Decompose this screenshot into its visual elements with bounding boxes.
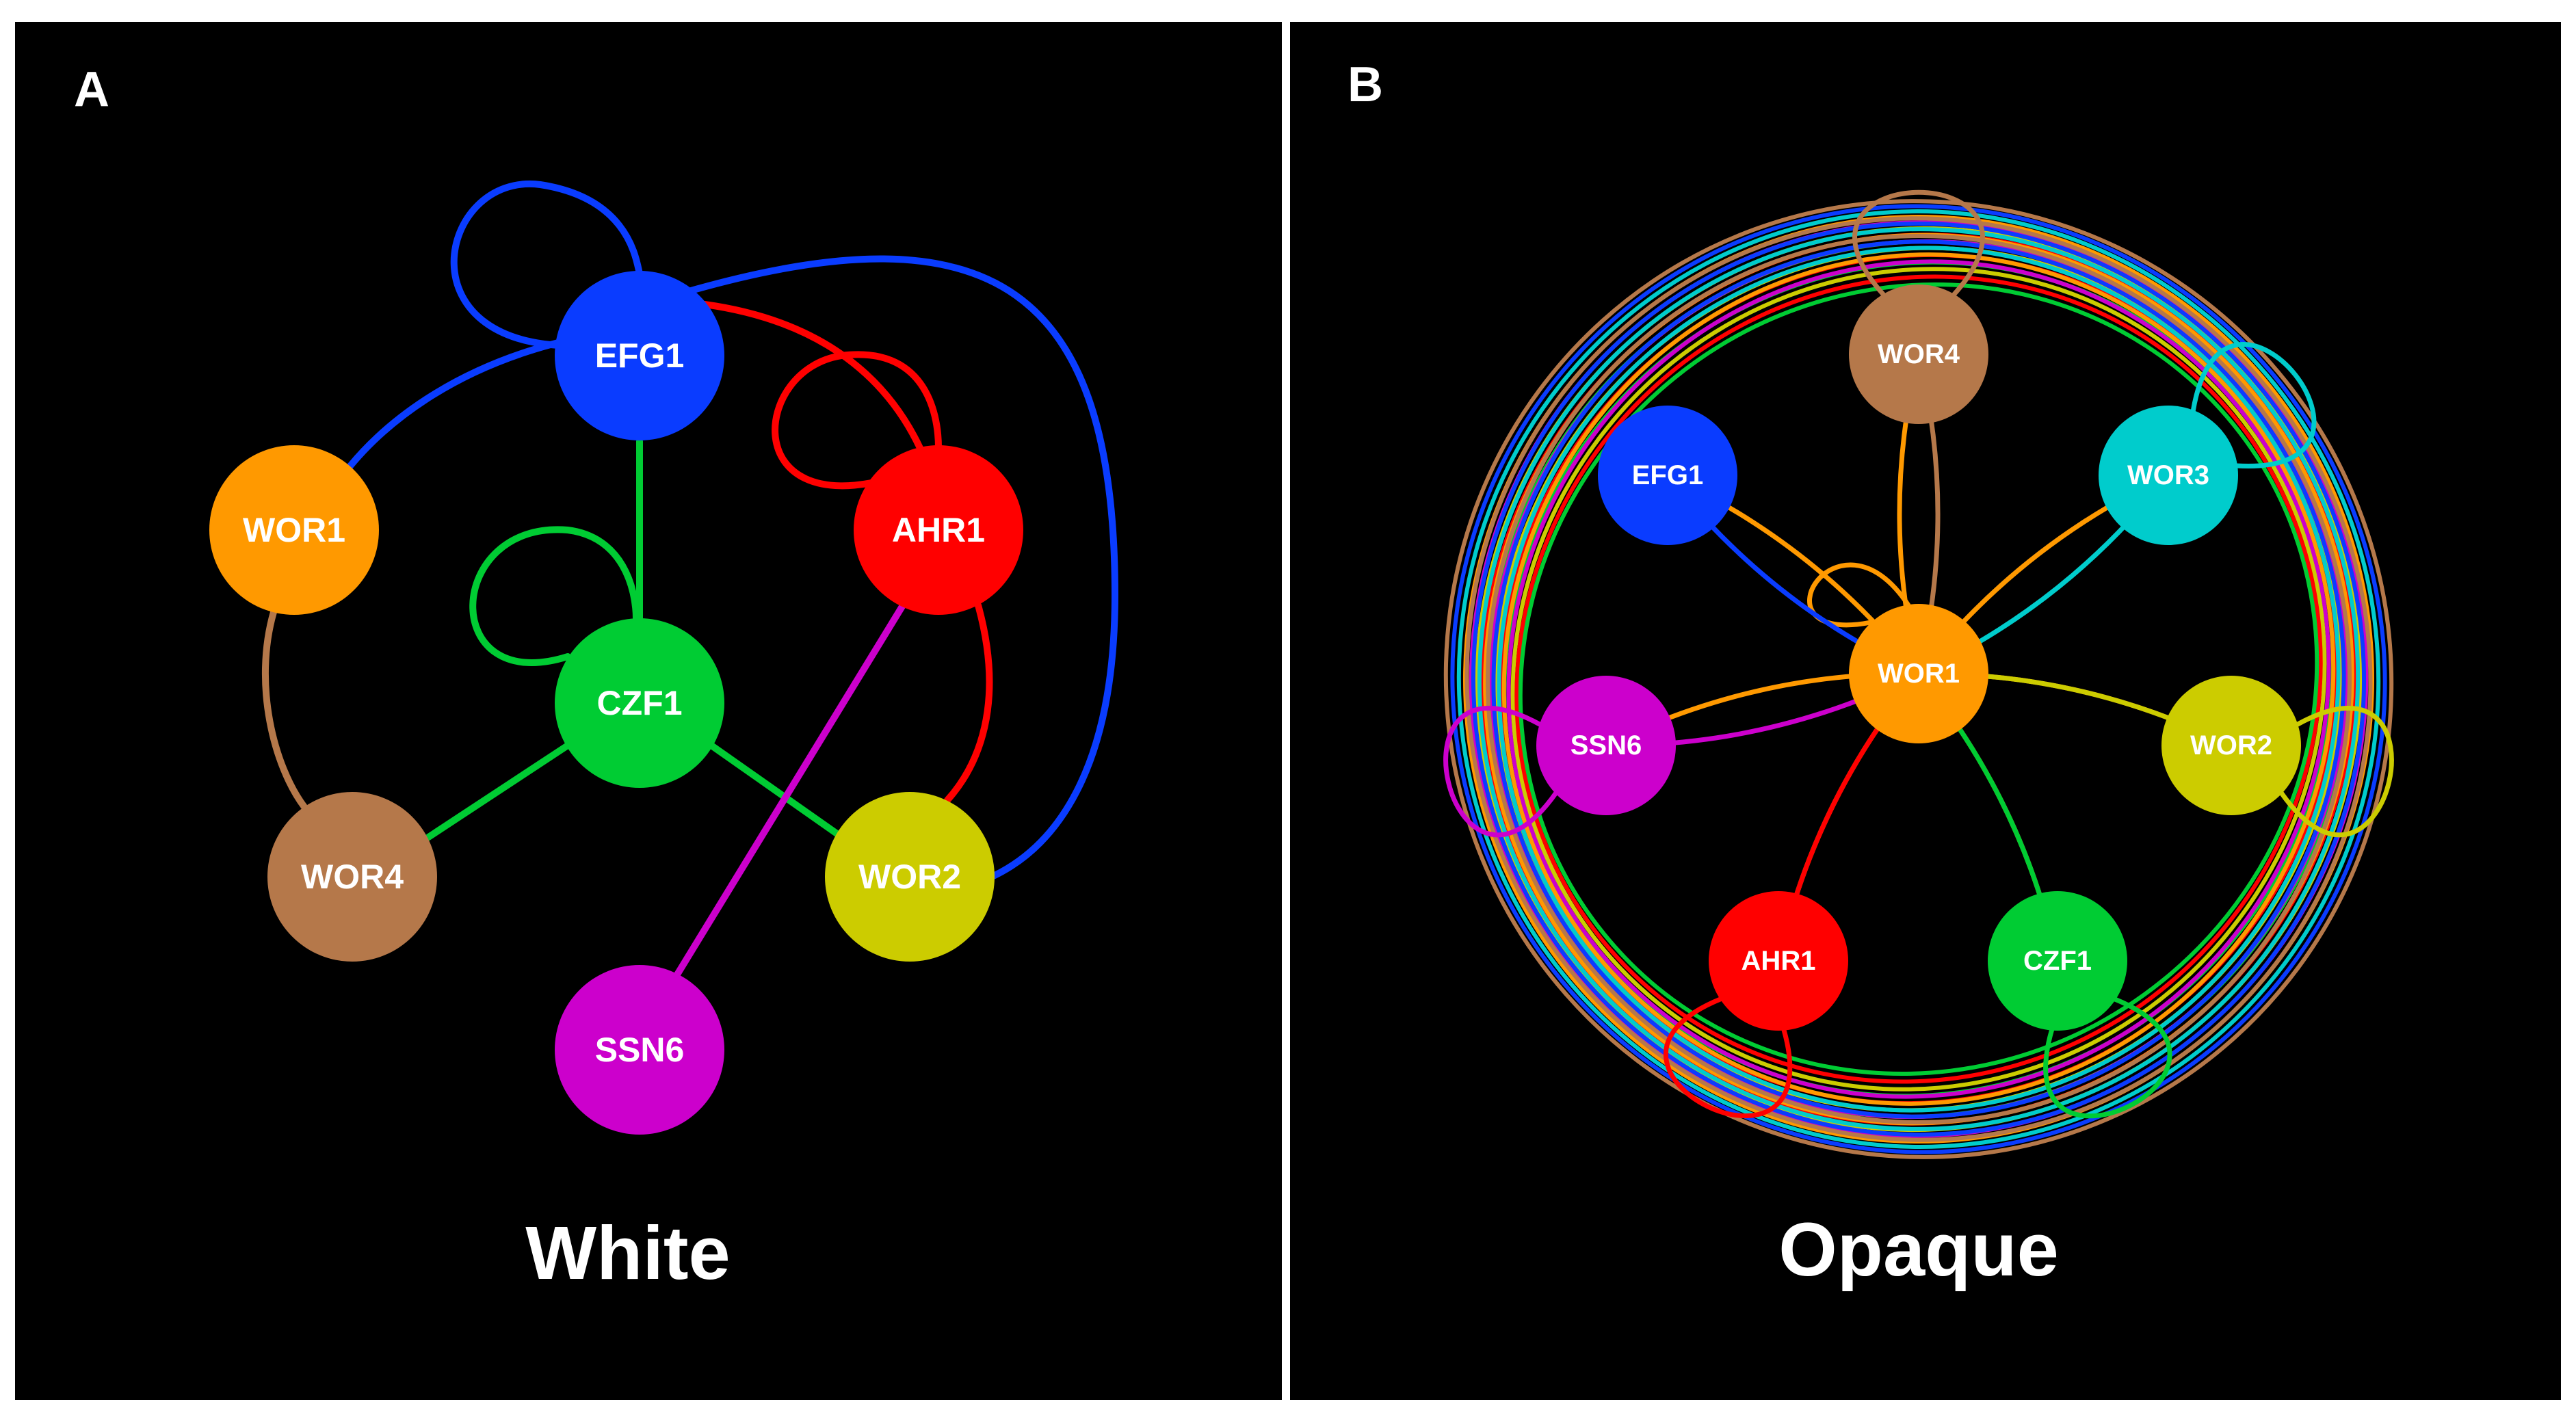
node-ssn6: SSN6 (1536, 676, 1676, 815)
outer-ring-curve-8 (1464, 216, 2373, 1142)
node-efg1: EFG1 (1598, 406, 1737, 545)
outer-ring-curve-10 (1477, 227, 2361, 1131)
node-ahr1: AHR1 (1709, 891, 1848, 1031)
edge-czf1-wor2 (708, 742, 841, 838)
node-ssn6-label: SSN6 (1570, 730, 1642, 761)
node-ssn6-label: SSN6 (595, 1031, 685, 1069)
node-ahr1-circle (1709, 891, 1848, 1031)
node-wor1: WOR1 (209, 445, 379, 615)
node-czf1-circle (1988, 891, 2127, 1031)
edge-efg1-wor2 (687, 255, 1119, 880)
node-efg1-label: EFG1 (595, 336, 685, 375)
node-efg1-label: EFG1 (1632, 460, 1703, 490)
node-efg1: EFG1 (555, 271, 724, 440)
outer-ring-curve-23 (1518, 282, 2319, 1076)
node-wor2-circle (825, 792, 995, 962)
outer-ring-curve-22 (1514, 274, 2323, 1084)
node-czf1: CZF1 (1988, 891, 2127, 1031)
node-efg1-circle (1598, 406, 1737, 545)
edge-ahr1-ahr1 (1664, 996, 1793, 1118)
node-czf1-circle (555, 618, 724, 788)
node-wor2-circle (2161, 676, 2301, 815)
edge-wor1-wor4 (261, 609, 308, 810)
edge-wor3-wor3 (2190, 342, 2317, 468)
panel-b-outer-ring (1443, 199, 2394, 1159)
node-wor1: WOR1 (1849, 604, 1988, 743)
panel-b-letter: B (1348, 57, 1383, 112)
outer-ring-curve-20 (1506, 259, 2331, 1099)
outer-ring-curve-16 (1485, 234, 2352, 1124)
outer-ring-curve-19 (1501, 252, 2336, 1106)
node-ssn6-circle (555, 965, 724, 1135)
node-efg1-circle (555, 271, 724, 440)
edge-efg1-wor1 (342, 339, 564, 475)
node-ssn6-circle (1536, 676, 1676, 815)
edge-wor4-wor4 (1852, 189, 1985, 297)
node-ahr1-label: AHR1 (1742, 946, 1816, 976)
outer-ring-curve-17 (1491, 239, 2346, 1119)
edge-efg1-efg1 (450, 180, 643, 349)
panel-a-letter: A (74, 62, 109, 117)
node-ahr1-circle (854, 445, 1023, 615)
node-wor4-label: WOR4 (301, 858, 404, 896)
edge-ahr1-ahr1 (772, 351, 942, 490)
edge-ahr1-ssn6 (674, 602, 906, 978)
outer-ring-curve-9 (1471, 222, 2367, 1137)
outer-ring-curve-21 (1510, 267, 2327, 1092)
panel-a-edges (261, 180, 1119, 978)
outer-ring-curve-18 (1497, 246, 2341, 1113)
node-wor1-circle (1849, 604, 1988, 743)
node-ahr1-label: AHR1 (892, 511, 985, 549)
node-wor2-label: WOR2 (858, 858, 961, 896)
edge-czf1-czf1 (2043, 996, 2172, 1119)
edge-czf1-czf1 (469, 526, 640, 666)
node-wor4: WOR4 (1849, 285, 1988, 424)
node-wor2: WOR2 (825, 792, 995, 962)
node-wor3-circle (2099, 406, 2238, 545)
node-wor2-label: WOR2 (2190, 730, 2272, 761)
edge-czf1-wor4 (424, 742, 571, 841)
node-wor1-label: WOR1 (243, 511, 345, 549)
node-wor4-circle (1849, 285, 1988, 424)
edge-ssn6-ssn6 (1443, 706, 1559, 838)
node-czf1-label: CZF1 (2023, 946, 2092, 976)
node-czf1: CZF1 (555, 618, 724, 788)
node-ahr1: AHR1 (854, 445, 1023, 615)
node-wor2: WOR2 (2161, 676, 2301, 815)
panel-b-caption: Opaque (1778, 1208, 2059, 1292)
outer-ring-curve-2 (1456, 209, 2381, 1149)
node-wor1-label: WOR1 (1878, 659, 1960, 689)
edge-ahr1-wor2 (944, 602, 993, 804)
node-wor4: WOR4 (267, 792, 437, 962)
node-wor4-label: WOR4 (1878, 339, 1960, 369)
node-ssn6: SSN6 (555, 965, 724, 1135)
node-wor3-label: WOR3 (2127, 460, 2209, 490)
edge-wor2-wor2 (2278, 706, 2394, 838)
panel-a-caption: White (525, 1211, 730, 1295)
node-wor1-circle (209, 445, 379, 615)
node-wor4-circle (267, 792, 437, 962)
node-czf1-label: CZF1 (597, 684, 683, 722)
outer-ring-curve-0 (1443, 199, 2394, 1159)
outer-ring-curve-1 (1450, 204, 2387, 1154)
node-wor3: WOR3 (2099, 406, 2238, 545)
